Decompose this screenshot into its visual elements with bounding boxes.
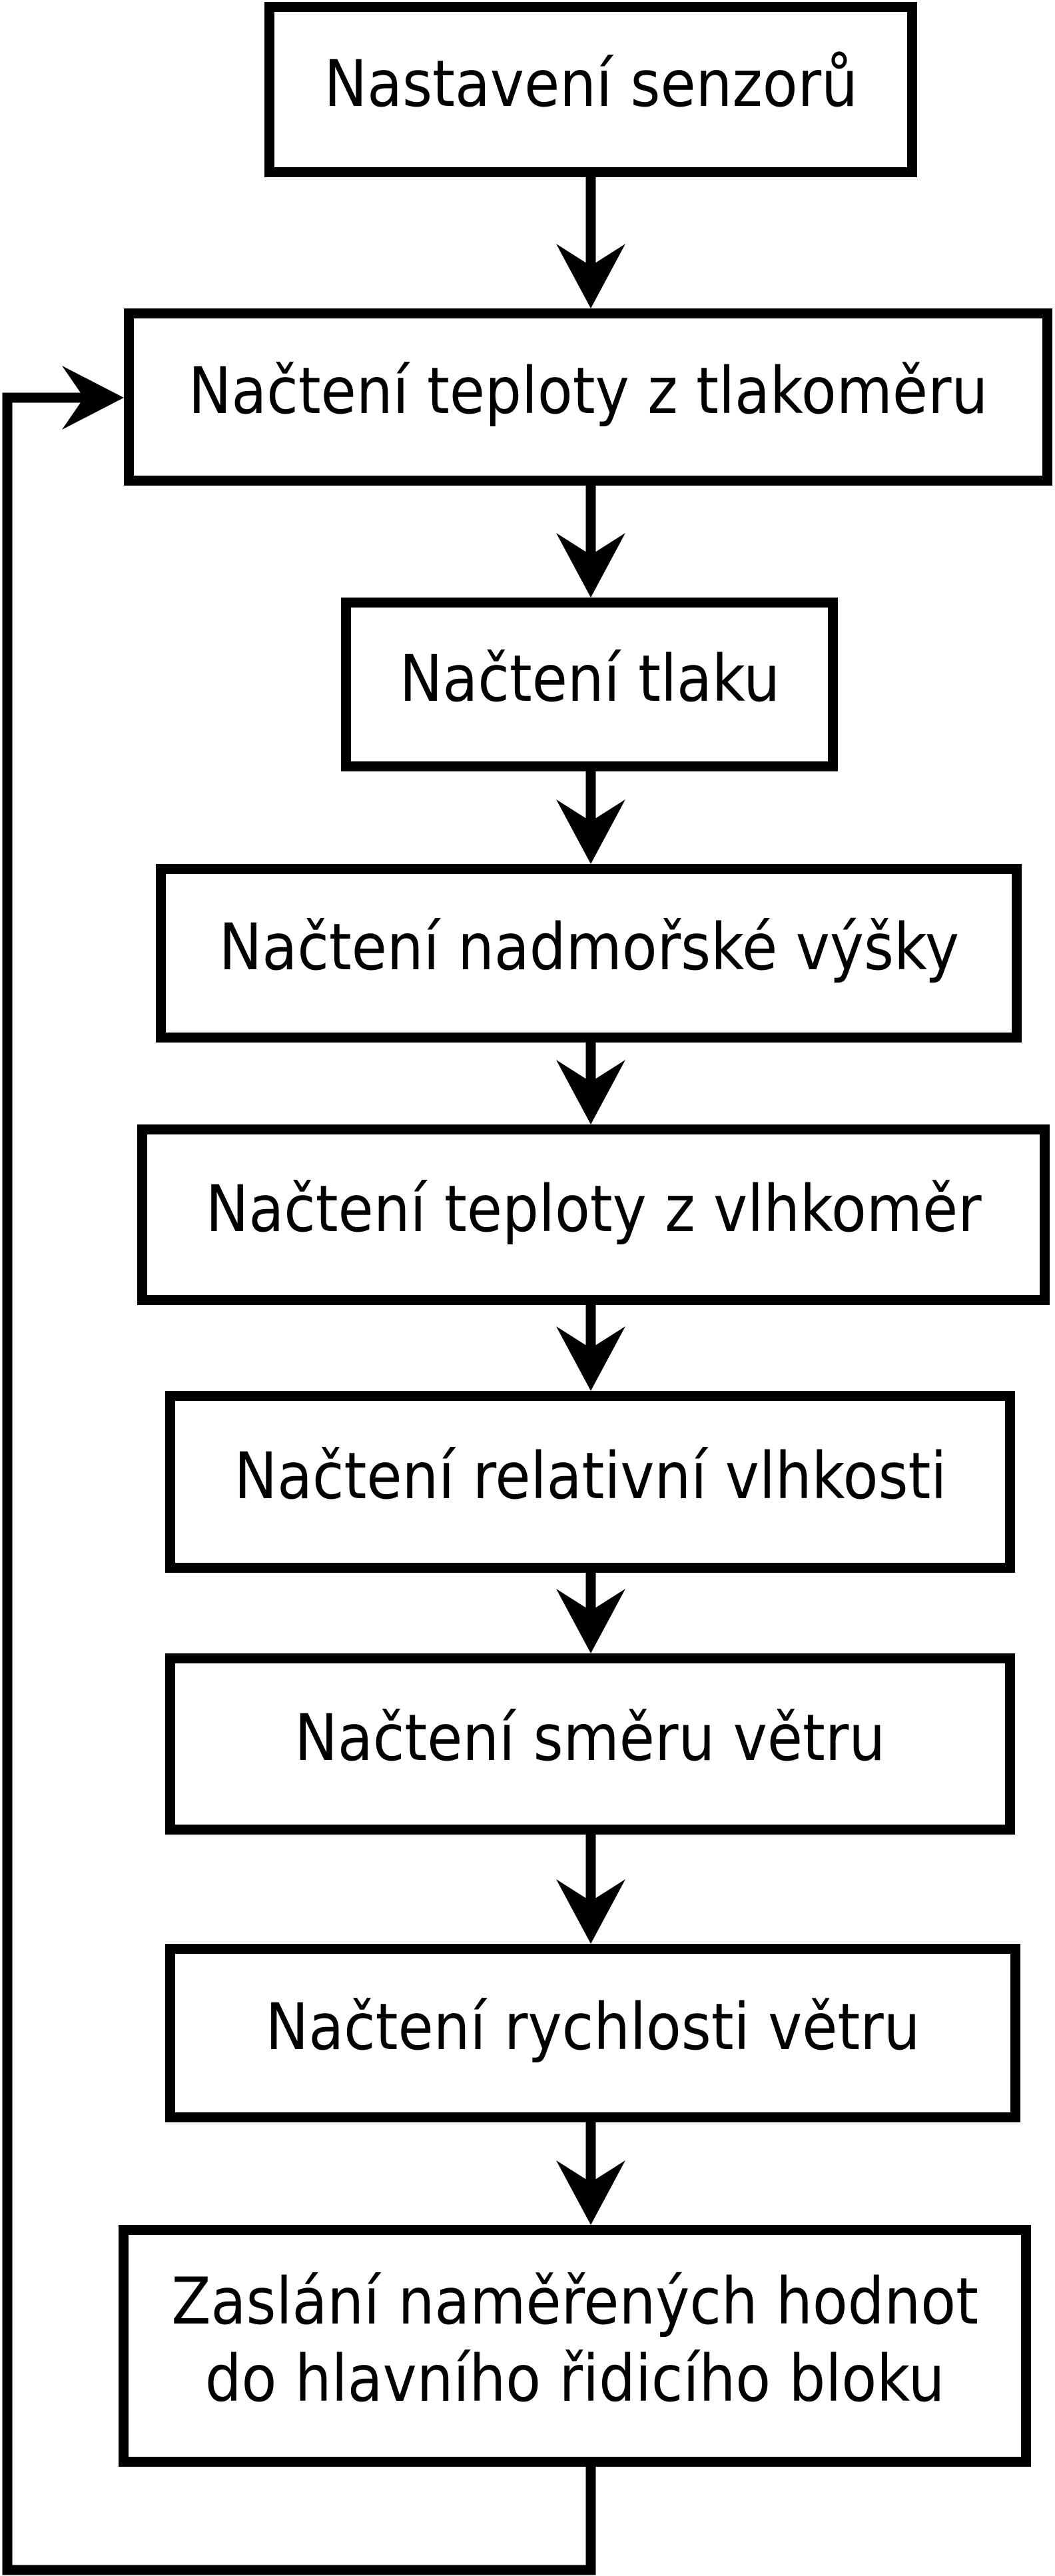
arrowhead-down-icon [556,1326,625,1391]
node-label: Načtení relativní vlhkosti [234,1438,946,1513]
node-nacteni-smeru-vetru: Načtení směru větru [165,1653,1015,1835]
node-label-line-1: Zaslání naměřených hodnot [171,2264,978,2340]
node-nacteni-relativni-vlhkosti: Načtení relativní vlhkosti [165,1391,1015,1573]
arrowhead-down-icon [556,1060,625,1124]
node-nacteni-tlaku: Načtení tlaku [341,598,838,771]
node-label: Načtení teploty z vlhkoměr [205,1171,982,1246]
arrowhead-down-icon [556,244,625,308]
node-label: Nastavení senzorů [324,46,858,121]
node-label: Načtení tlaku [399,641,780,716]
node-nacteni-teploty-z-vlhkomer: Načtení teploty z vlhkoměr [137,1124,1050,1305]
node-label-line-2: do hlavního řidicího bloku [204,2341,945,2416]
node-nacteni-nadmorske-vysky: Načtení nadmořské výšky [156,864,1022,1043]
node-label: Načtení nadmořské výšky [218,910,959,985]
loop-back-line [2,392,596,2575]
arrowhead-down-icon [556,1589,625,1653]
arrowhead-down-icon [556,1879,625,1944]
arrowhead-down-icon [556,533,625,598]
node-nastaveni-senzoru: Nastavení senzorů [264,2,917,177]
arrowhead-down-icon [556,2160,625,2225]
node-nacteni-rychlosti-vetru: Načtení rychlosti větru [165,1944,1020,2122]
node-zaslani-hodnot: Zaslání naměřených hodnot do hlavního ři… [119,2225,1031,2467]
node-label: Načtení směru větru [294,1701,886,1776]
arrowhead-right-icon [62,366,124,430]
node-label: Načtení rychlosti větru [265,1990,920,2065]
node-label: Načtení teploty z tlakoměru [188,354,988,429]
arrowhead-down-icon [556,799,625,864]
node-nacteni-teploty-z-tlakomeru: Načtení teploty z tlakoměru [124,308,1052,486]
